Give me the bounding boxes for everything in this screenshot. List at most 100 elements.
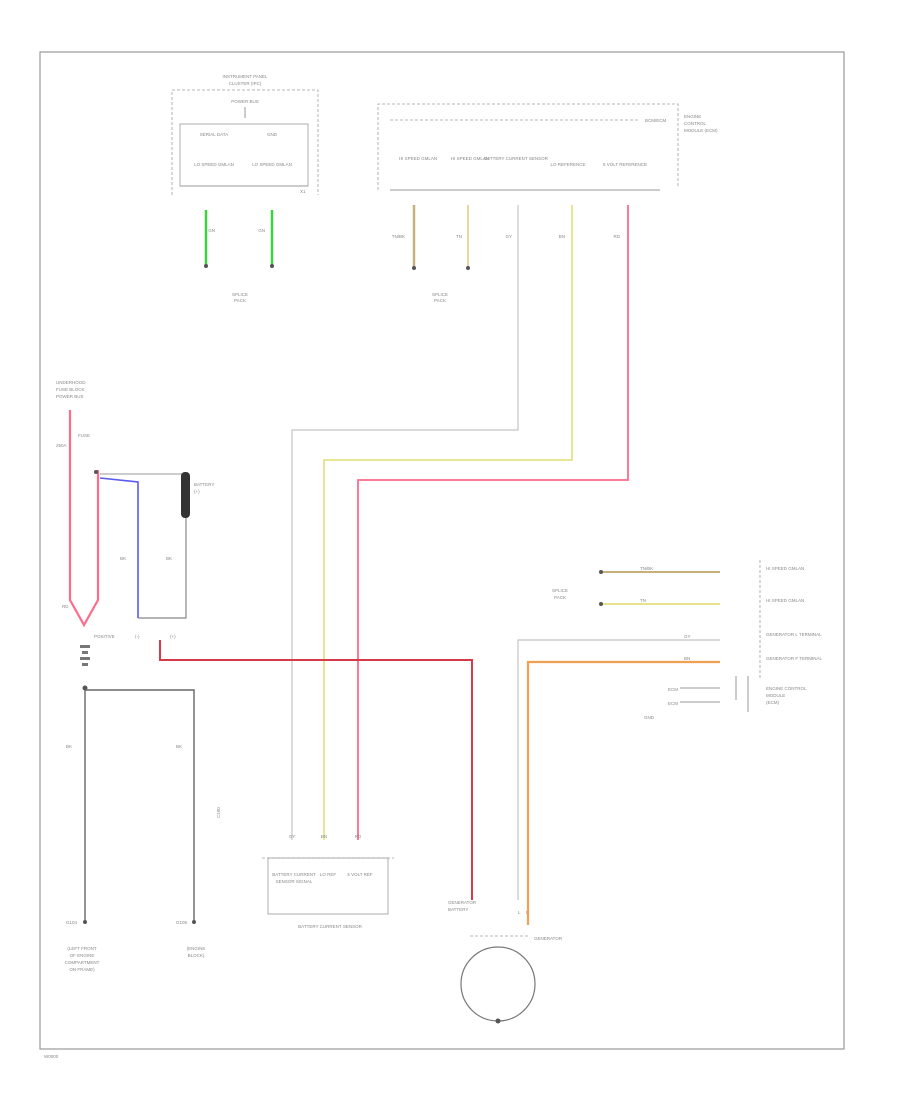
ecm-pin-1: HI SPEED GMLAN [399, 156, 437, 161]
right-splice-dot-2 [599, 602, 603, 606]
battery-symbol [80, 645, 90, 666]
ground-note-2b: BLOCK) [188, 953, 205, 958]
right-wire-3: GY [684, 634, 691, 639]
battery-current-sensor: GY BN RD BATTERY CURRENT SENSOR SIGNAL L… [262, 834, 394, 929]
ecm-wire-3: GY [505, 234, 512, 239]
ecm-wire-1: TN/BK [392, 234, 405, 239]
ecm-pin-2: HI SPEED GMLAN [451, 156, 489, 161]
ground-dot-2 [192, 920, 196, 924]
splice-left-1: SPLICE [232, 292, 248, 297]
fuse-block-2: FUSE BLOCK [56, 387, 85, 392]
bk-wire-label-1: BK [66, 744, 72, 749]
ipc-title-2: CLUSTER (IPC) [229, 81, 262, 86]
right-module-3: (ECM) [766, 700, 779, 705]
bcs-box [267, 857, 389, 915]
fuse-junction-dot [94, 470, 98, 474]
ecm-bus-label: BCM/ECM [645, 118, 667, 123]
ecm-box-outline [377, 103, 679, 190]
blk-wire-2: BK [166, 556, 172, 561]
splice-dot-3 [412, 266, 416, 270]
bcs-box-3: LO REF [320, 872, 337, 877]
right-row-4: GENERATOR F TERMINAL [766, 656, 823, 661]
ipc-pin-2: LO SPEED GMLAN [252, 162, 292, 167]
generator-case-ground [495, 1018, 501, 1024]
battery-pos-label: (+) [194, 489, 200, 494]
ecm-pin-4: LO REFERENCE [550, 162, 585, 167]
bcs-box-1: BATTERY CURRENT [272, 872, 316, 877]
ground-label-1: G104 [66, 920, 78, 925]
ground-note-1c: COMPARTMENT [65, 960, 100, 965]
right-splice-1: SPLICE [552, 588, 568, 593]
fuse-block-1: UNDERHOOD [56, 380, 86, 385]
gen-title: GENERATOR [534, 936, 563, 941]
diagram-frame [39, 51, 845, 1050]
ipc-wire-2: GN [258, 228, 265, 233]
right-connector-block: SPLICE PACK TN/BK TN GY BN HI SPEED GMLA… [552, 560, 823, 720]
gen-term-l: L [518, 910, 521, 915]
splice-mid-1: SPLICE [432, 292, 448, 297]
fuse-label: FUSE [78, 433, 90, 438]
engine-control-module: BCM/ECM ENGINE CONTROL MODULE (ECM) HI S… [377, 103, 718, 239]
ground-note-1a: (LEFT FRONT [67, 946, 96, 951]
battery-label: BATTERY [194, 482, 214, 487]
yellow-wire-low-ref [323, 205, 573, 840]
ipc-wire-1: GN [208, 228, 215, 233]
right-row-2: HI SPEED GMLAN [766, 598, 804, 603]
right-module-2: MODULE [766, 693, 785, 698]
fuse-block-3: POWER BUS [56, 394, 84, 399]
right-module-1: ENGINE CONTROL [766, 686, 807, 691]
bcs-title: BATTERY CURRENT SENSOR [298, 924, 362, 929]
underhood-fuse-block: UNDERHOOD FUSE BLOCK POWER BUS FUSE 250A [56, 380, 90, 448]
splice-left-2: PACK [234, 298, 246, 303]
gray-wire-sensor-signal [291, 205, 519, 840]
right-small-2: ECM [668, 701, 678, 706]
bcs-box-4: 5 VOLT REF [347, 872, 373, 877]
bcs-pin-1: GY [289, 834, 296, 839]
splice-dot-1 [204, 264, 208, 268]
bcs-pin-2: BN [321, 834, 327, 839]
ground-note-2a: (ENGINE [187, 946, 206, 951]
pink-wire-5v-ref [357, 205, 629, 840]
instrument-panel-cluster: INSTRUMENT PANEL CLUSTER (IPC) POWER BUS… [171, 74, 319, 233]
generator: GENERATOR BATTERY L F GENERATOR [448, 900, 563, 1024]
splice-dot-4 [466, 266, 470, 270]
ground-label-2: G105 [176, 920, 188, 925]
right-row-3: GENERATOR L TERMINAL [766, 632, 822, 637]
pink-battery-cable [68, 410, 100, 628]
ground-dot-1 [83, 920, 87, 924]
ipc-power-bus: POWER BUS [231, 99, 259, 104]
red-cable-to-generator [159, 640, 473, 900]
ecm-wire-4: BN [559, 234, 565, 239]
ipc-col-gnd: GND [267, 132, 278, 137]
ipc-pin-1: LO SPEED GMLAN [194, 162, 234, 167]
blue-wire [99, 477, 139, 618]
ecm-pin-3: BATTERY CURRENT SENSOR [484, 156, 548, 161]
batt-pos-term: POSITIVE [94, 634, 115, 639]
ground-note-1b: OF ENGINE [70, 953, 95, 958]
ground-note-1d: ON FRAME) [69, 967, 95, 972]
ecm-wire-2: TN [456, 234, 462, 239]
ecm-pin-5: 5 VOLT REFERENCE [603, 162, 647, 167]
right-small-3: GND [644, 715, 655, 720]
right-row-1: HI SPEED GMLAN [766, 566, 804, 571]
bk-wire-label-2: BK [176, 744, 182, 749]
right-wire-1: TN/BK [640, 566, 653, 571]
orange-wire-gen-f [526, 660, 720, 925]
right-wire-2: TN [640, 598, 646, 603]
right-splice-2: PACK [554, 595, 566, 600]
battery-pos: (+) [170, 634, 176, 639]
ecm-wire-5: RD [614, 234, 621, 239]
right-wire-4: BN [684, 656, 690, 661]
battery-neg: (-) [135, 634, 140, 639]
mid-connector-code: C100 [216, 807, 221, 818]
gen-batt-2: BATTERY [448, 907, 468, 912]
red-wire-label: RD [62, 604, 69, 609]
right-small-1: ECM [668, 687, 678, 692]
ecm-note-1: ENGINE [684, 114, 701, 119]
ipc-box-outline [171, 89, 319, 195]
fuse-rating: 250A [56, 443, 67, 448]
black-ground-wire-2 [85, 689, 195, 920]
blk-wire-1: BK [120, 556, 126, 561]
footer-code: W0000 [44, 1054, 59, 1059]
